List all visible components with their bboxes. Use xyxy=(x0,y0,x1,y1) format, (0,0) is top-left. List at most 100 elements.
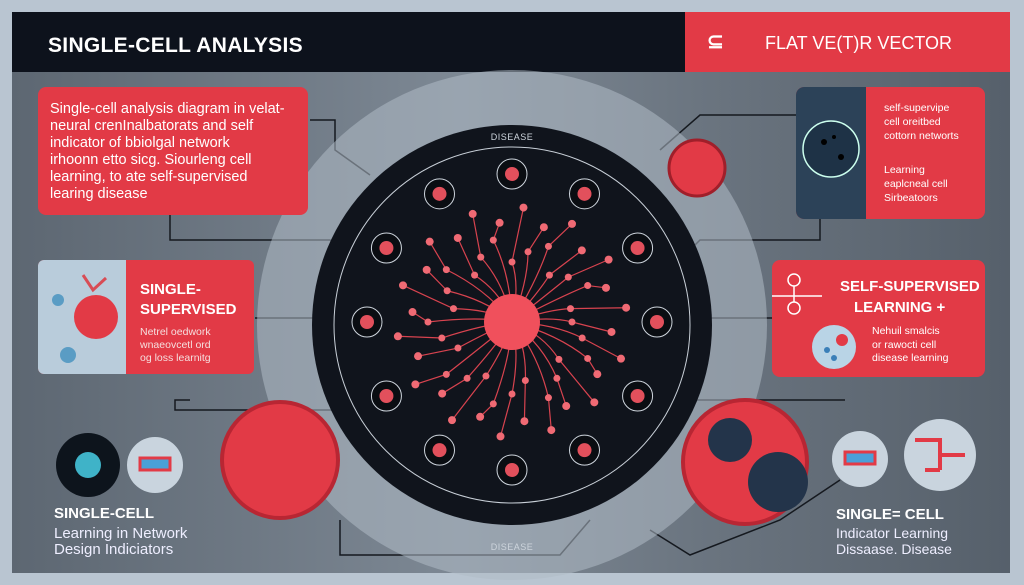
network-node xyxy=(547,426,556,435)
cell-icon-bottom-left xyxy=(220,400,340,520)
network-node xyxy=(496,432,505,441)
network-node xyxy=(508,390,516,398)
text-line: neural crenInalbatorats and self xyxy=(50,118,254,134)
network-node xyxy=(442,370,450,378)
network-node xyxy=(544,242,552,250)
network-node xyxy=(590,398,599,407)
header-tag-text: FLAT VE(T)R VECTOR xyxy=(765,33,953,53)
network-node xyxy=(443,287,451,295)
sample-cell-core xyxy=(379,389,394,403)
network-node xyxy=(519,203,528,212)
sample-cell-core xyxy=(505,167,519,181)
network-node xyxy=(604,255,613,264)
bottom-left-title: SINGLE-CELL xyxy=(54,505,154,522)
text-line: indicator of bbiolgal network xyxy=(50,135,230,151)
network-node xyxy=(584,354,592,362)
sample-cell-core xyxy=(432,443,447,458)
network-node xyxy=(476,412,485,421)
network-node xyxy=(495,218,504,227)
sample-cell-core xyxy=(630,241,645,255)
network-node xyxy=(482,372,490,380)
cell-icon-top-right xyxy=(667,138,727,198)
network-node xyxy=(593,370,602,379)
sample-cell-core xyxy=(577,443,592,458)
network-node xyxy=(454,344,462,352)
text-line: irhoonn etto sicg. Siourleng cell xyxy=(50,152,252,168)
bottom-label: DISEASE xyxy=(491,542,534,552)
network-node xyxy=(489,236,497,244)
sample-cell-core xyxy=(379,241,394,255)
network-node xyxy=(607,327,616,336)
network-node xyxy=(562,402,571,411)
text-line: learing disease xyxy=(50,186,148,202)
network-node xyxy=(555,355,563,363)
network-node xyxy=(450,305,458,313)
network-node xyxy=(398,281,407,290)
network-node xyxy=(489,400,497,408)
network-node xyxy=(438,389,447,398)
network-node xyxy=(545,271,553,279)
logo-icon: ⊆ xyxy=(707,31,724,53)
text-line: learning, to ate self-supervised xyxy=(50,169,248,185)
network-node xyxy=(442,266,450,274)
network-node xyxy=(566,305,574,313)
top-label: DISEASE xyxy=(491,132,534,142)
sample-cell-core xyxy=(577,186,592,201)
network-node xyxy=(393,332,402,341)
network-node xyxy=(453,233,462,242)
network-node xyxy=(539,223,548,232)
network-node-icon xyxy=(772,273,856,369)
network-node xyxy=(448,416,457,425)
network-node xyxy=(408,308,417,317)
sample-cell-core xyxy=(432,186,447,201)
sample-cell-core xyxy=(650,315,664,329)
network-node xyxy=(411,380,420,389)
network-node xyxy=(414,352,423,361)
network-node xyxy=(468,209,477,218)
network-node xyxy=(524,248,532,256)
network-node xyxy=(584,282,592,290)
network-node xyxy=(438,334,446,342)
network-node xyxy=(578,334,586,342)
text-line: self-supervipe xyxy=(884,102,950,114)
header-bar: SINGLE-CELL ANALYSIS xyxy=(12,12,685,72)
network-node xyxy=(422,265,431,274)
header-tag: ⊆ FLAT VE(T)R VECTOR xyxy=(685,12,1010,72)
sample-cell-core xyxy=(630,389,645,403)
card-title: SINGLE-SUPERVISED xyxy=(140,281,237,318)
network-node xyxy=(508,258,516,266)
nucleus xyxy=(708,418,752,462)
text-line: Sirbeatoors xyxy=(884,192,938,204)
network-node xyxy=(521,376,529,384)
nucleus xyxy=(748,452,808,512)
network-node xyxy=(577,246,586,255)
sample-cell-core xyxy=(360,315,374,329)
central-cell xyxy=(484,294,540,350)
cell-illustration xyxy=(796,87,866,219)
network-node xyxy=(601,283,610,292)
inner-ring xyxy=(333,146,691,504)
network-node xyxy=(477,253,485,261)
molecule-illustration xyxy=(38,260,126,374)
sample-cell-core xyxy=(505,463,519,477)
network-node xyxy=(568,318,576,326)
network-node xyxy=(567,219,576,228)
page-title: SINGLE-CELL ANALYSIS xyxy=(48,34,303,57)
bottom-right-title: SINGLE= CELL xyxy=(836,506,944,523)
network-node xyxy=(425,237,434,246)
text-line: cottorn networts xyxy=(884,130,959,142)
network-node xyxy=(520,417,529,426)
network-node xyxy=(622,303,631,312)
text-line: Learning xyxy=(884,164,925,176)
network-node xyxy=(553,374,561,382)
text-line: eaplcneal cell xyxy=(884,178,948,190)
network-node xyxy=(544,394,552,402)
